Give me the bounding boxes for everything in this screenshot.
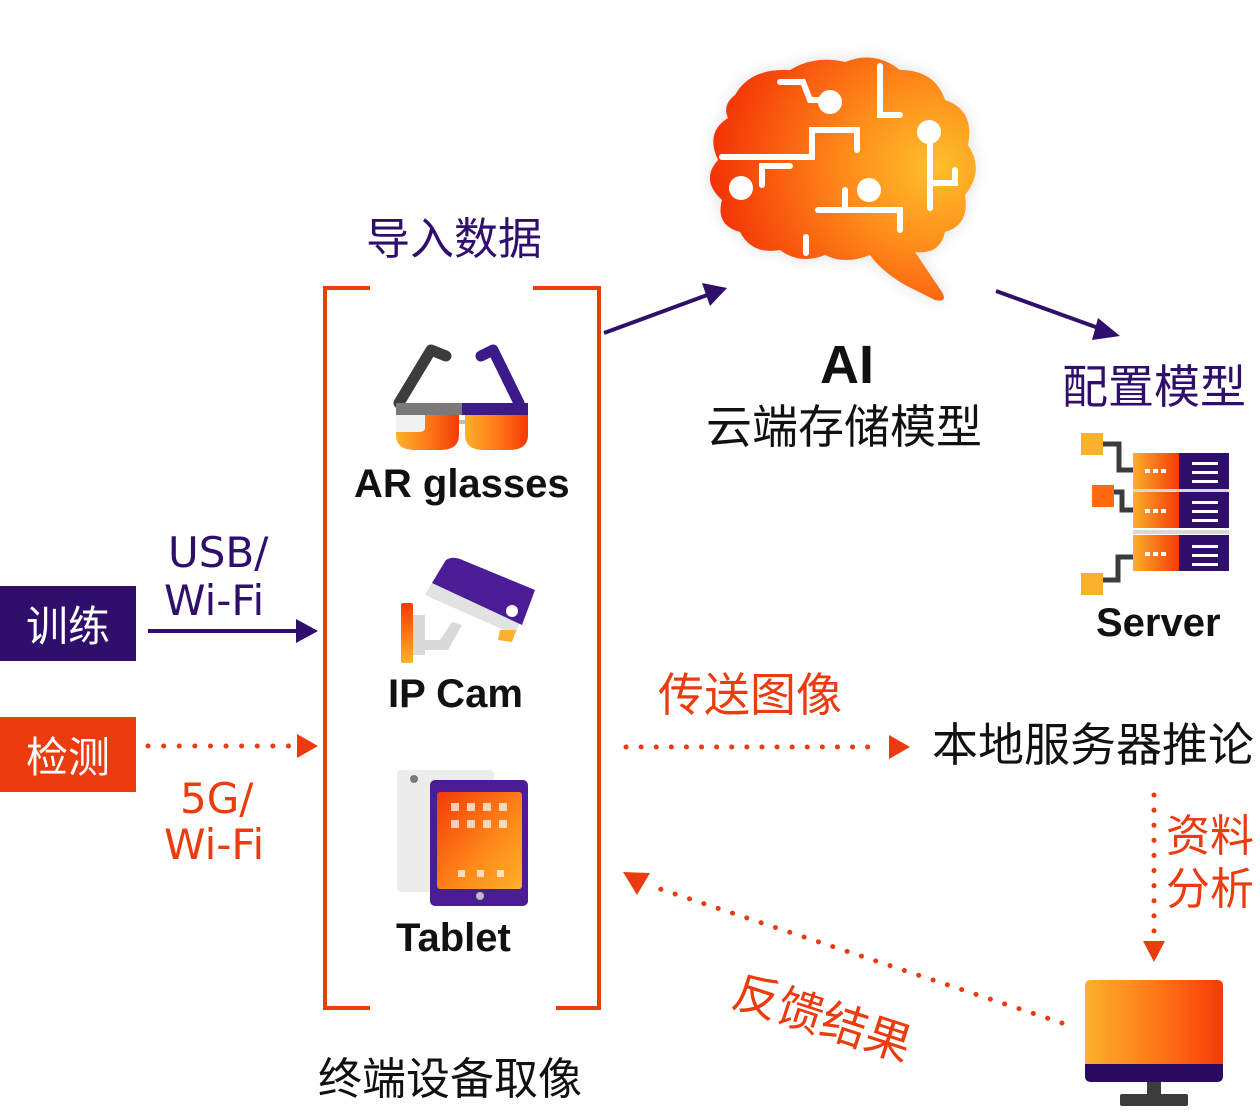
- training-connection-line2: Wi-Fi: [164, 576, 265, 625]
- cloud-storage-subtitle: 云端存储模型: [706, 400, 982, 454]
- device-label-tablet: Tablet: [396, 916, 511, 960]
- detection-connection-line2: Wi-Fi: [164, 820, 265, 869]
- devices-bracket: [323, 286, 601, 1010]
- deploy-model-label: 配置模型: [1062, 360, 1246, 414]
- training-connection-line1: USB/: [168, 528, 269, 577]
- training-tag: 训练: [0, 586, 136, 661]
- device-label-ar-glasses: AR glasses: [354, 462, 570, 506]
- local-inference-label: 本地服务器推论: [932, 718, 1254, 772]
- import-data-title: 导入数据: [366, 214, 542, 265]
- detection-connection-line1: 5G/: [180, 774, 254, 823]
- send-images-arrow: [623, 735, 910, 759]
- analysis-label-line2: 分析: [1166, 864, 1254, 915]
- upload-arrow: [603, 283, 727, 335]
- analysis-label-line1: 资料: [1166, 811, 1254, 862]
- feedback-arrow: [623, 872, 1065, 1026]
- detection-tag: 检测: [0, 717, 136, 792]
- detection-arrow: [145, 734, 318, 758]
- training-arrow: [148, 619, 318, 643]
- analysis-arrow: [1143, 792, 1165, 962]
- detection-label: 检测: [25, 733, 110, 782]
- ai-title: AI: [820, 335, 874, 395]
- deploy-arrow: [995, 289, 1120, 340]
- server-label: Server: [1096, 601, 1221, 645]
- send-images-label: 传送图像: [658, 668, 842, 722]
- terminal-capture-title: 终端设备取像: [318, 1054, 582, 1105]
- device-label-ip-cam: IP Cam: [388, 672, 523, 716]
- training-label: 训练: [25, 602, 110, 651]
